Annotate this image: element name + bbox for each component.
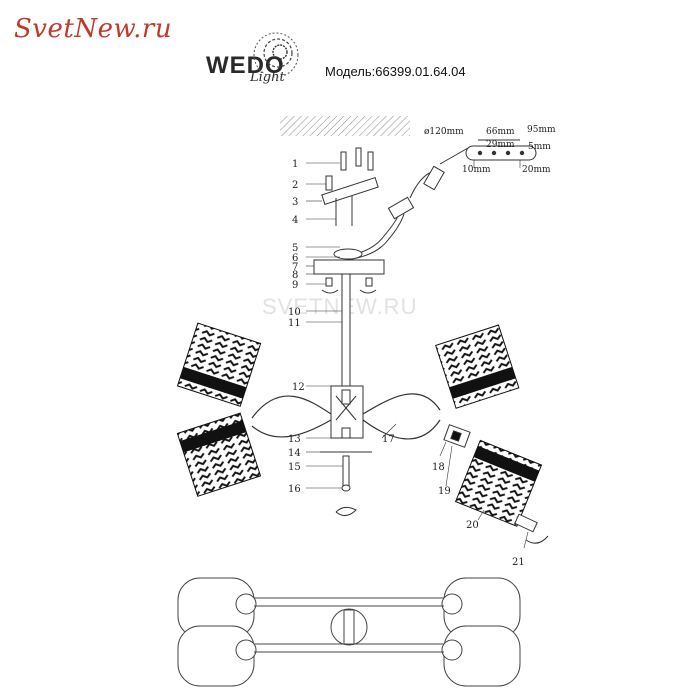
dim-diameter: ø120mm [424,127,464,137]
watermark: SVETNEW.RU [262,294,418,319]
dim-5: 5mm [528,142,551,152]
part-number: 11 [288,318,301,329]
part-number: 21 [512,557,525,568]
part-number: 20 [466,520,479,531]
part-number: 4 [292,215,298,226]
dim-20: 20mm [522,165,551,175]
dim-10: 10mm [462,165,491,175]
part-number: 1 [292,159,298,170]
part-number: 18 [432,462,445,473]
dim-66: 66mm [486,127,515,137]
bulb [514,513,549,544]
part-number: 3 [292,197,298,208]
lower-parts [320,427,372,516]
site-logo: SvetNew.ru [14,14,173,44]
part-number: 7 [292,262,298,273]
model-label: Модель:66399.01.64.04 [325,64,466,79]
dimension-inset [465,139,537,168]
part-number: 17 [382,434,395,445]
part-numbers: 1 2 3 4 5 6 7 8 9 10 11 12 13 14 15 16 1… [288,159,525,568]
part-number: 16 [288,484,301,495]
part-number: 5 [292,243,298,254]
part-number: 14 [288,448,301,459]
shade-bottom-right [454,439,543,527]
shade-top-left [176,322,262,407]
part-number: 2 [292,180,298,191]
brand-swirl-icon [253,32,299,78]
lamp-socket [443,424,471,448]
part-number: 6 [292,253,298,264]
shade-top-right [435,324,520,409]
brand-logo: WEDO [206,52,285,79]
curved-arms [251,393,441,440]
part-number: 9 [292,280,298,291]
brand-logo-sub: Light [250,70,285,85]
ceiling-hatch [280,116,410,136]
top-view-drawing [177,577,521,687]
part-number: 19 [438,486,451,497]
part-number: 13 [288,434,301,445]
wire-connector [345,147,469,261]
dim-29: 29mm [486,140,515,150]
part-number: 10 [288,307,301,318]
shade-bottom-left [176,412,262,497]
mounting-hardware [313,147,385,294]
part-number: 8 [292,270,298,281]
part-number: 12 [292,382,305,393]
dim-95: 95mm [527,125,556,135]
part-number: 15 [288,462,301,473]
rod [341,273,351,387]
leader-lines [306,162,529,549]
